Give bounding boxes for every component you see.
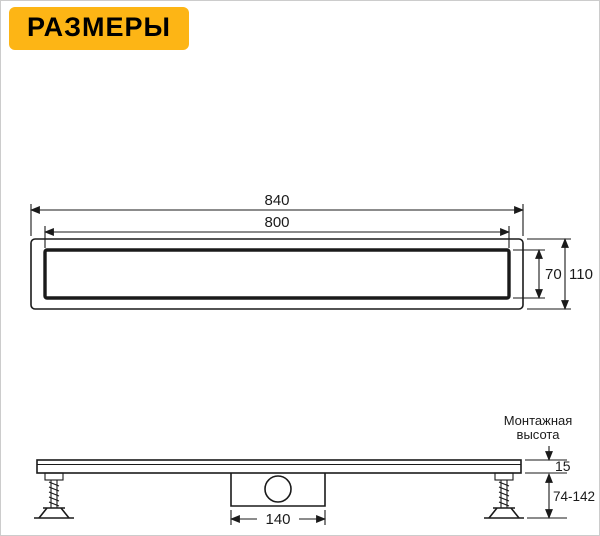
dim-outlet-width-140: 140 xyxy=(230,510,326,528)
drain-outlet-circle xyxy=(264,475,292,503)
dim-label-110: 110 xyxy=(569,266,593,283)
siphon-housing xyxy=(230,473,326,507)
dim-outer-length-840: 840 xyxy=(30,192,524,236)
dimensions-badge: РАЗМЕРЫ xyxy=(9,7,189,50)
dim-label-800: 800 xyxy=(264,214,289,231)
channel-body-profile xyxy=(36,459,522,474)
left-foot xyxy=(34,472,74,519)
dim-label-74-142: 74-142 xyxy=(553,489,595,504)
dim-label-840: 840 xyxy=(264,192,289,209)
section-view: Монтажная высота xyxy=(34,413,595,528)
drain-grate-frame xyxy=(43,248,511,300)
dim-label-15: 15 xyxy=(555,458,571,474)
mounting-height-label-line2: высота xyxy=(517,427,561,442)
top-view: 840 800 70 110 xyxy=(30,192,593,310)
right-foot xyxy=(484,472,524,519)
dim-grate-thickness-15: 15 xyxy=(525,446,571,474)
dim-mounting-height-74-142: 74-142 xyxy=(527,473,595,519)
dim-label-70: 70 xyxy=(545,266,562,283)
dim-inner-height-70: 70 xyxy=(513,249,562,299)
dim-label-140: 140 xyxy=(265,511,290,528)
dim-drain-length-800: 800 xyxy=(44,214,510,248)
mounting-height-label: Монтажная высота xyxy=(504,413,573,442)
drain-outer-outline xyxy=(30,238,524,310)
mounting-height-label-line1: Монтажная xyxy=(504,413,573,428)
dim-outer-height-110: 110 xyxy=(527,238,593,310)
